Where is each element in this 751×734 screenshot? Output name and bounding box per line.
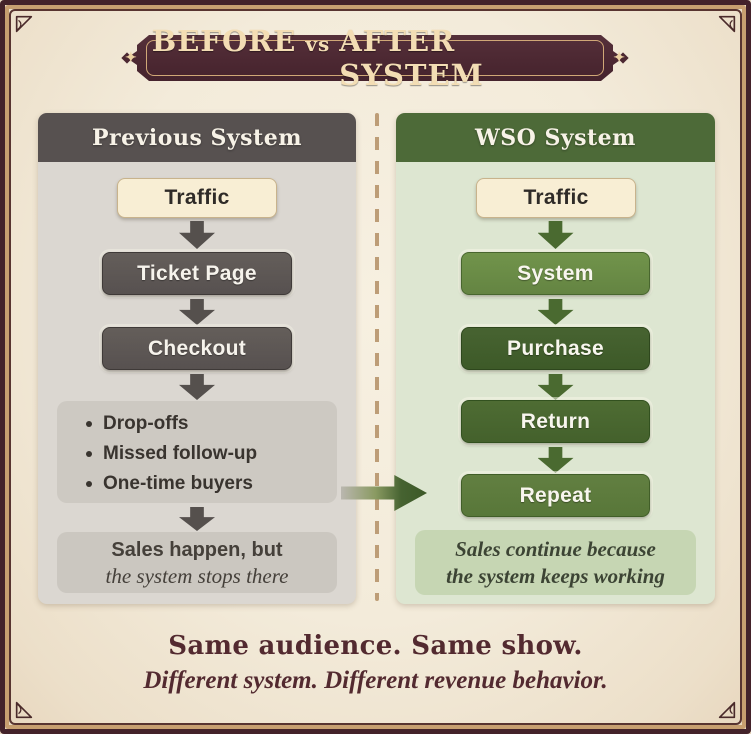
arrow-down-icon <box>179 374 215 400</box>
title-banner-plaque <box>127 35 623 81</box>
flow-box-purchase: Purchase <box>461 327 650 370</box>
diamond-icon: ✦ <box>125 50 137 66</box>
previous-outcome-panel: Sales happen, but the system stops there <box>57 532 337 593</box>
arrow-down-icon <box>537 447 574 473</box>
footer-line-2: Different system. Different revenue beha… <box>143 667 608 694</box>
arrow-down-icon <box>179 507 215 531</box>
title-vs-word: vs <box>305 32 331 56</box>
flow-box-checkout: Checkout <box>102 327 292 370</box>
arrow-down-icon <box>537 299 574 325</box>
flow-box-traffic: Traffic <box>476 178 636 218</box>
previous-column-header: Previous System <box>38 113 356 162</box>
page-title: ✦ BEFORE vs AFTER SYSTEM ✦ <box>125 24 625 92</box>
flow-box-repeat: Repeat <box>461 474 650 517</box>
wso-system-column: WSO System Traffic System Purchase Retur… <box>396 113 715 604</box>
corner-flourish-icon <box>13 13 35 35</box>
outcome-line: Sales happen, but <box>111 538 283 561</box>
banner-inner-border <box>146 40 604 76</box>
arrow-down-icon <box>537 374 574 400</box>
flow-box-ticket-page: Ticket Page <box>102 252 292 295</box>
footer-line-1: Same audience. Same show. <box>168 631 583 661</box>
arrow-down-icon <box>537 221 574 249</box>
previous-system-column: Previous System Traffic Ticket Page Chec… <box>38 113 356 604</box>
issue-item: Drop-offs <box>86 409 337 439</box>
title-before-word: BEFORE <box>151 24 297 58</box>
title-banner: ✦ BEFORE vs AFTER SYSTEM ✦ <box>121 24 629 92</box>
title-after-words: AFTER SYSTEM <box>339 24 484 92</box>
diamond-icon: ✦ <box>613 50 625 66</box>
flow-box-system: System <box>461 252 650 295</box>
arrow-down-icon <box>179 221 215 249</box>
dashed-divider-line <box>375 113 379 601</box>
issue-item: Missed follow-up <box>86 439 337 469</box>
outcome-line: the system keeps working <box>446 563 665 588</box>
issues-list-panel: Drop-offs Missed follow-up One-time buye… <box>57 401 337 503</box>
outcome-line: Sales continue because <box>455 536 656 561</box>
outcome-line: the system stops there <box>105 563 289 588</box>
footer-caption: Same audience. Same show. Different syst… <box>0 628 751 697</box>
wso-column-header: WSO System <box>396 113 715 162</box>
corner-flourish-icon <box>716 13 738 35</box>
flow-box-return: Return <box>461 400 650 443</box>
wso-outcome-panel: Sales continue because the system keeps … <box>415 530 696 595</box>
flow-box-traffic: Traffic <box>117 178 277 218</box>
corner-flourish-icon <box>716 699 738 721</box>
arrow-down-icon <box>179 299 215 325</box>
issue-item: One-time buyers <box>86 469 337 499</box>
corner-flourish-icon <box>13 699 35 721</box>
